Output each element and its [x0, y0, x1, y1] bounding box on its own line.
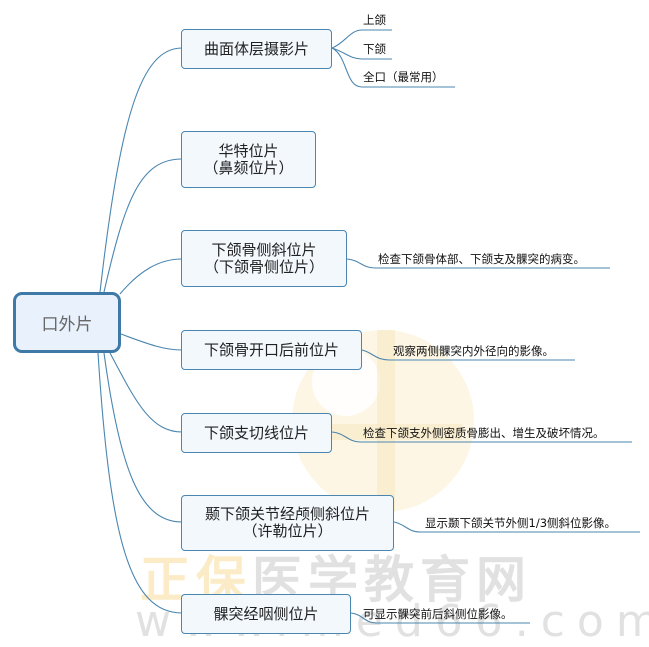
connector-root-branch-2	[119, 258, 183, 295]
branch-node-condyle-transpharyngeal[interactable]: 髁突经咽侧位片	[181, 594, 351, 634]
connector-branch-5-leaf-0	[393, 521, 640, 533]
leaf-lower-jaw[interactable]: 下颌	[363, 42, 386, 56]
connector-branch-0-leaf-0	[331, 29, 392, 49]
branch-node-mandible-open-pa[interactable]: 下颌骨开口后前位片	[181, 330, 362, 370]
connector-root-branch-1	[103, 158, 183, 293]
branch-node-mandible-lateral-oblique[interactable]: 下颌骨侧斜位片 （下颌骨侧位片）	[181, 230, 347, 287]
leaf-condyle-desc[interactable]: 可显示髁突前后斜侧位影像。	[363, 607, 513, 621]
branch-node-panoramic[interactable]: 曲面体层摄影片	[181, 29, 332, 69]
branch-node-waters-view[interactable]: 华特位片 （鼻颏位片）	[181, 131, 316, 188]
connector-branch-0-leaf-1	[331, 47, 392, 60]
leaf-ramus-tangential-desc[interactable]: 检查下颌支外侧密质骨膨出、增生及破坏情况。	[363, 426, 605, 440]
connector-branch-3-leaf-0	[361, 349, 575, 361]
connector-branch-4-leaf-0	[331, 431, 632, 443]
connector-root-branch-5	[103, 352, 183, 523]
leaf-tmj-desc[interactable]: 显示颞下颌关节外侧1/3侧斜位影像。	[425, 516, 617, 530]
leaf-mandible-lateral-desc[interactable]: 检查下颌骨体部、下颌支及髁突的病变。	[378, 252, 585, 266]
leaf-full-mouth[interactable]: 全口（最常用）	[363, 70, 444, 84]
branch-node-tmj-transcranial[interactable]: 颞下颌关节经颅侧斜位片 （许勒位片）	[181, 495, 394, 551]
connector-branch-2-leaf-0	[346, 258, 610, 269]
root-node[interactable]: 口外片	[13, 292, 121, 353]
connector-branch-0-leaf-2	[331, 47, 455, 88]
connector-branch-6-leaf-0	[350, 612, 530, 624]
leaf-upper-jaw[interactable]: 上颌	[363, 13, 386, 27]
leaf-mandible-open-desc[interactable]: 观察两侧髁突内外径向的影像。	[393, 344, 554, 358]
connector-root-branch-6	[97, 352, 183, 614]
branch-node-ramus-tangential[interactable]: 下颌支切线位片	[181, 413, 332, 453]
connector-root-branch-0	[99, 47, 183, 293]
connector-root-branch-3	[120, 333, 183, 351]
connector-root-branch-4	[109, 352, 183, 433]
